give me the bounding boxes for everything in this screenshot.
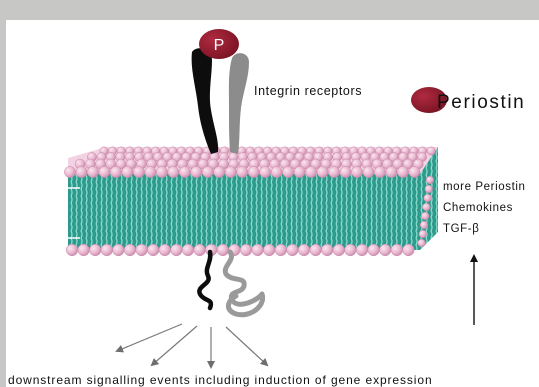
lipid-head <box>217 244 229 256</box>
lipid-head <box>179 166 190 177</box>
lipid-head <box>351 166 362 177</box>
lipid-head <box>333 244 345 256</box>
downstream-signalling-caption: downstream signalling events including i… <box>8 373 433 387</box>
lipid-head <box>171 244 183 256</box>
lipid-head <box>113 244 125 256</box>
lipid-head <box>101 244 113 256</box>
beta-cytoplasmic-tail <box>225 252 262 315</box>
lipid-head <box>225 166 236 177</box>
integrin-beta-subunit <box>229 53 249 154</box>
lipid-head <box>136 244 148 256</box>
lipid-head <box>78 244 90 256</box>
lipid-head <box>133 166 144 177</box>
lipid-head <box>145 166 156 177</box>
lipid-head <box>305 166 316 177</box>
lipid-head <box>427 147 435 155</box>
downstream-arrow <box>152 326 197 365</box>
lipid-head <box>110 166 121 177</box>
lipid-head <box>321 244 333 256</box>
lipid-head <box>397 166 408 177</box>
lipid-head <box>363 166 374 177</box>
periostin-legend-label: Periostin <box>437 92 525 114</box>
lipid-head <box>374 166 385 177</box>
lipid-head <box>124 244 136 256</box>
lipid-head <box>147 244 159 256</box>
p-badge-label: P <box>214 37 225 54</box>
lipid-head <box>275 244 287 256</box>
lipid-head <box>287 244 299 256</box>
lipid-head <box>248 166 259 177</box>
lipid-head <box>424 194 432 202</box>
lipid-head <box>182 244 194 256</box>
lipid-head <box>421 212 429 220</box>
lipid-head <box>194 244 206 256</box>
lipid-head <box>263 244 275 256</box>
lipid-head <box>340 166 351 177</box>
lipid-head <box>418 239 426 247</box>
lipid-head <box>64 166 75 177</box>
downstream-arrow <box>226 327 267 365</box>
lipid-head <box>214 166 225 177</box>
integrin-alpha-subunit <box>192 48 219 154</box>
lipid-head <box>283 166 294 177</box>
lipid-head <box>345 244 357 256</box>
lipid-head <box>419 230 427 238</box>
more-periostin-label: more Periostin <box>443 181 526 193</box>
lipid-head <box>425 185 433 193</box>
lipid-head <box>99 166 110 177</box>
lipid-head <box>409 166 420 177</box>
lipid-head <box>240 244 252 256</box>
lipid-head <box>423 203 431 211</box>
downstream-arrows <box>117 324 267 367</box>
lipid-head <box>317 166 328 177</box>
lipid-head <box>420 221 428 229</box>
lipid-bilayer <box>60 147 438 256</box>
lipid-head <box>202 166 213 177</box>
chemokines-label: Chemokines <box>443 202 513 214</box>
alpha-cytoplasmic-tail <box>199 252 211 308</box>
lipid-head <box>386 166 397 177</box>
tgf-beta-label: TGF-β <box>443 223 479 235</box>
lipid-head <box>159 244 171 256</box>
lipid-head <box>271 166 282 177</box>
lipid-head <box>298 244 310 256</box>
lipid-head <box>328 166 339 177</box>
integrin-receptors-label: Integrin receptors <box>254 84 362 98</box>
lipid-head <box>76 166 87 177</box>
lipid-head <box>168 166 179 177</box>
periostin-label-first-letter: P <box>437 92 451 113</box>
bilayer-front-tails <box>68 174 420 250</box>
lipid-head <box>122 166 133 177</box>
lipid-head <box>368 244 380 256</box>
lipid-head <box>403 244 415 256</box>
lipid-head <box>426 176 434 184</box>
integrin-receptor-dimer <box>192 48 249 154</box>
lipid-head <box>294 166 305 177</box>
lipid-head <box>391 244 403 256</box>
periostin-label-rest: eriostin <box>451 92 525 113</box>
lipid-head <box>87 166 98 177</box>
lipid-head <box>252 244 264 256</box>
lipid-head <box>356 244 368 256</box>
lipid-head <box>379 244 391 256</box>
lipid-head <box>310 244 322 256</box>
bilayer-top-heads <box>64 147 435 178</box>
lipid-head <box>191 166 202 177</box>
lipid-head <box>66 244 78 256</box>
lipid-head <box>89 244 101 256</box>
lipid-head <box>237 166 248 177</box>
lipid-head <box>260 166 271 177</box>
lipid-head <box>156 166 167 177</box>
